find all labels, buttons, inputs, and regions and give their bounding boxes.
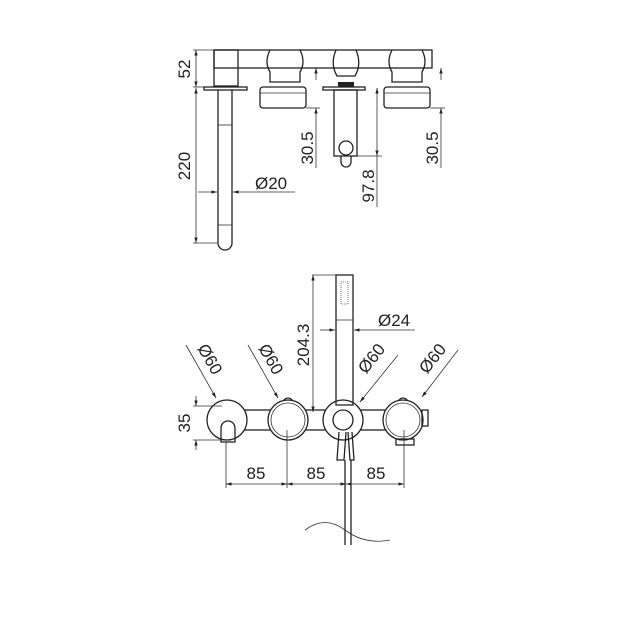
hand-shower xyxy=(335,274,354,406)
diverter-body xyxy=(333,89,358,157)
dim-35: 35 xyxy=(175,414,194,433)
handle-1 xyxy=(267,399,309,441)
spout-connector xyxy=(213,49,239,87)
handle-right xyxy=(383,86,431,109)
dim-diameter-20: Ø20 xyxy=(255,174,287,193)
dim-diameter-60-2: Ø60 xyxy=(255,341,288,378)
dim-30-5-left: 30.5 xyxy=(298,131,317,164)
shower-spray-face xyxy=(340,281,349,305)
hose xyxy=(344,460,352,545)
backplate-bar xyxy=(226,409,404,431)
handle-left-stem xyxy=(266,49,304,83)
dim-30-5-right: 30.5 xyxy=(423,131,442,164)
dim-85-1: 85 xyxy=(247,464,266,483)
handle-left xyxy=(259,86,307,109)
handle-2 xyxy=(382,399,424,441)
dim-diameter-24: Ø24 xyxy=(378,311,410,330)
dim-diameter-60-3: Ø60 xyxy=(354,340,389,377)
front-view: Ø60 Ø60 Ø60 Ø60 204.3 Ø24 35 85 85 85 xyxy=(175,274,459,545)
diverter-handle xyxy=(322,399,364,441)
diverter-knob xyxy=(338,140,354,156)
spout-flange xyxy=(203,86,248,91)
dim-diameter-60-4: Ø60 xyxy=(415,340,450,377)
dim-52: 52 xyxy=(175,60,194,79)
dim-97-8: 97.8 xyxy=(359,169,378,202)
dim-85-3: 85 xyxy=(367,464,386,483)
dim-diameter-60-1: Ø60 xyxy=(194,341,227,378)
dim-204-3: 204.3 xyxy=(294,324,313,367)
dim-85-2: 85 xyxy=(307,464,326,483)
dim-220: 220 xyxy=(175,152,194,180)
break-line xyxy=(304,522,391,542)
side-view: 52 220 Ø20 30.5 97.8 30.5 xyxy=(175,49,445,251)
spout xyxy=(217,90,233,251)
spout-outlet xyxy=(206,399,248,441)
handle-right-stem xyxy=(388,49,426,83)
body-bar xyxy=(213,49,433,69)
diverter-stem xyxy=(332,49,360,77)
